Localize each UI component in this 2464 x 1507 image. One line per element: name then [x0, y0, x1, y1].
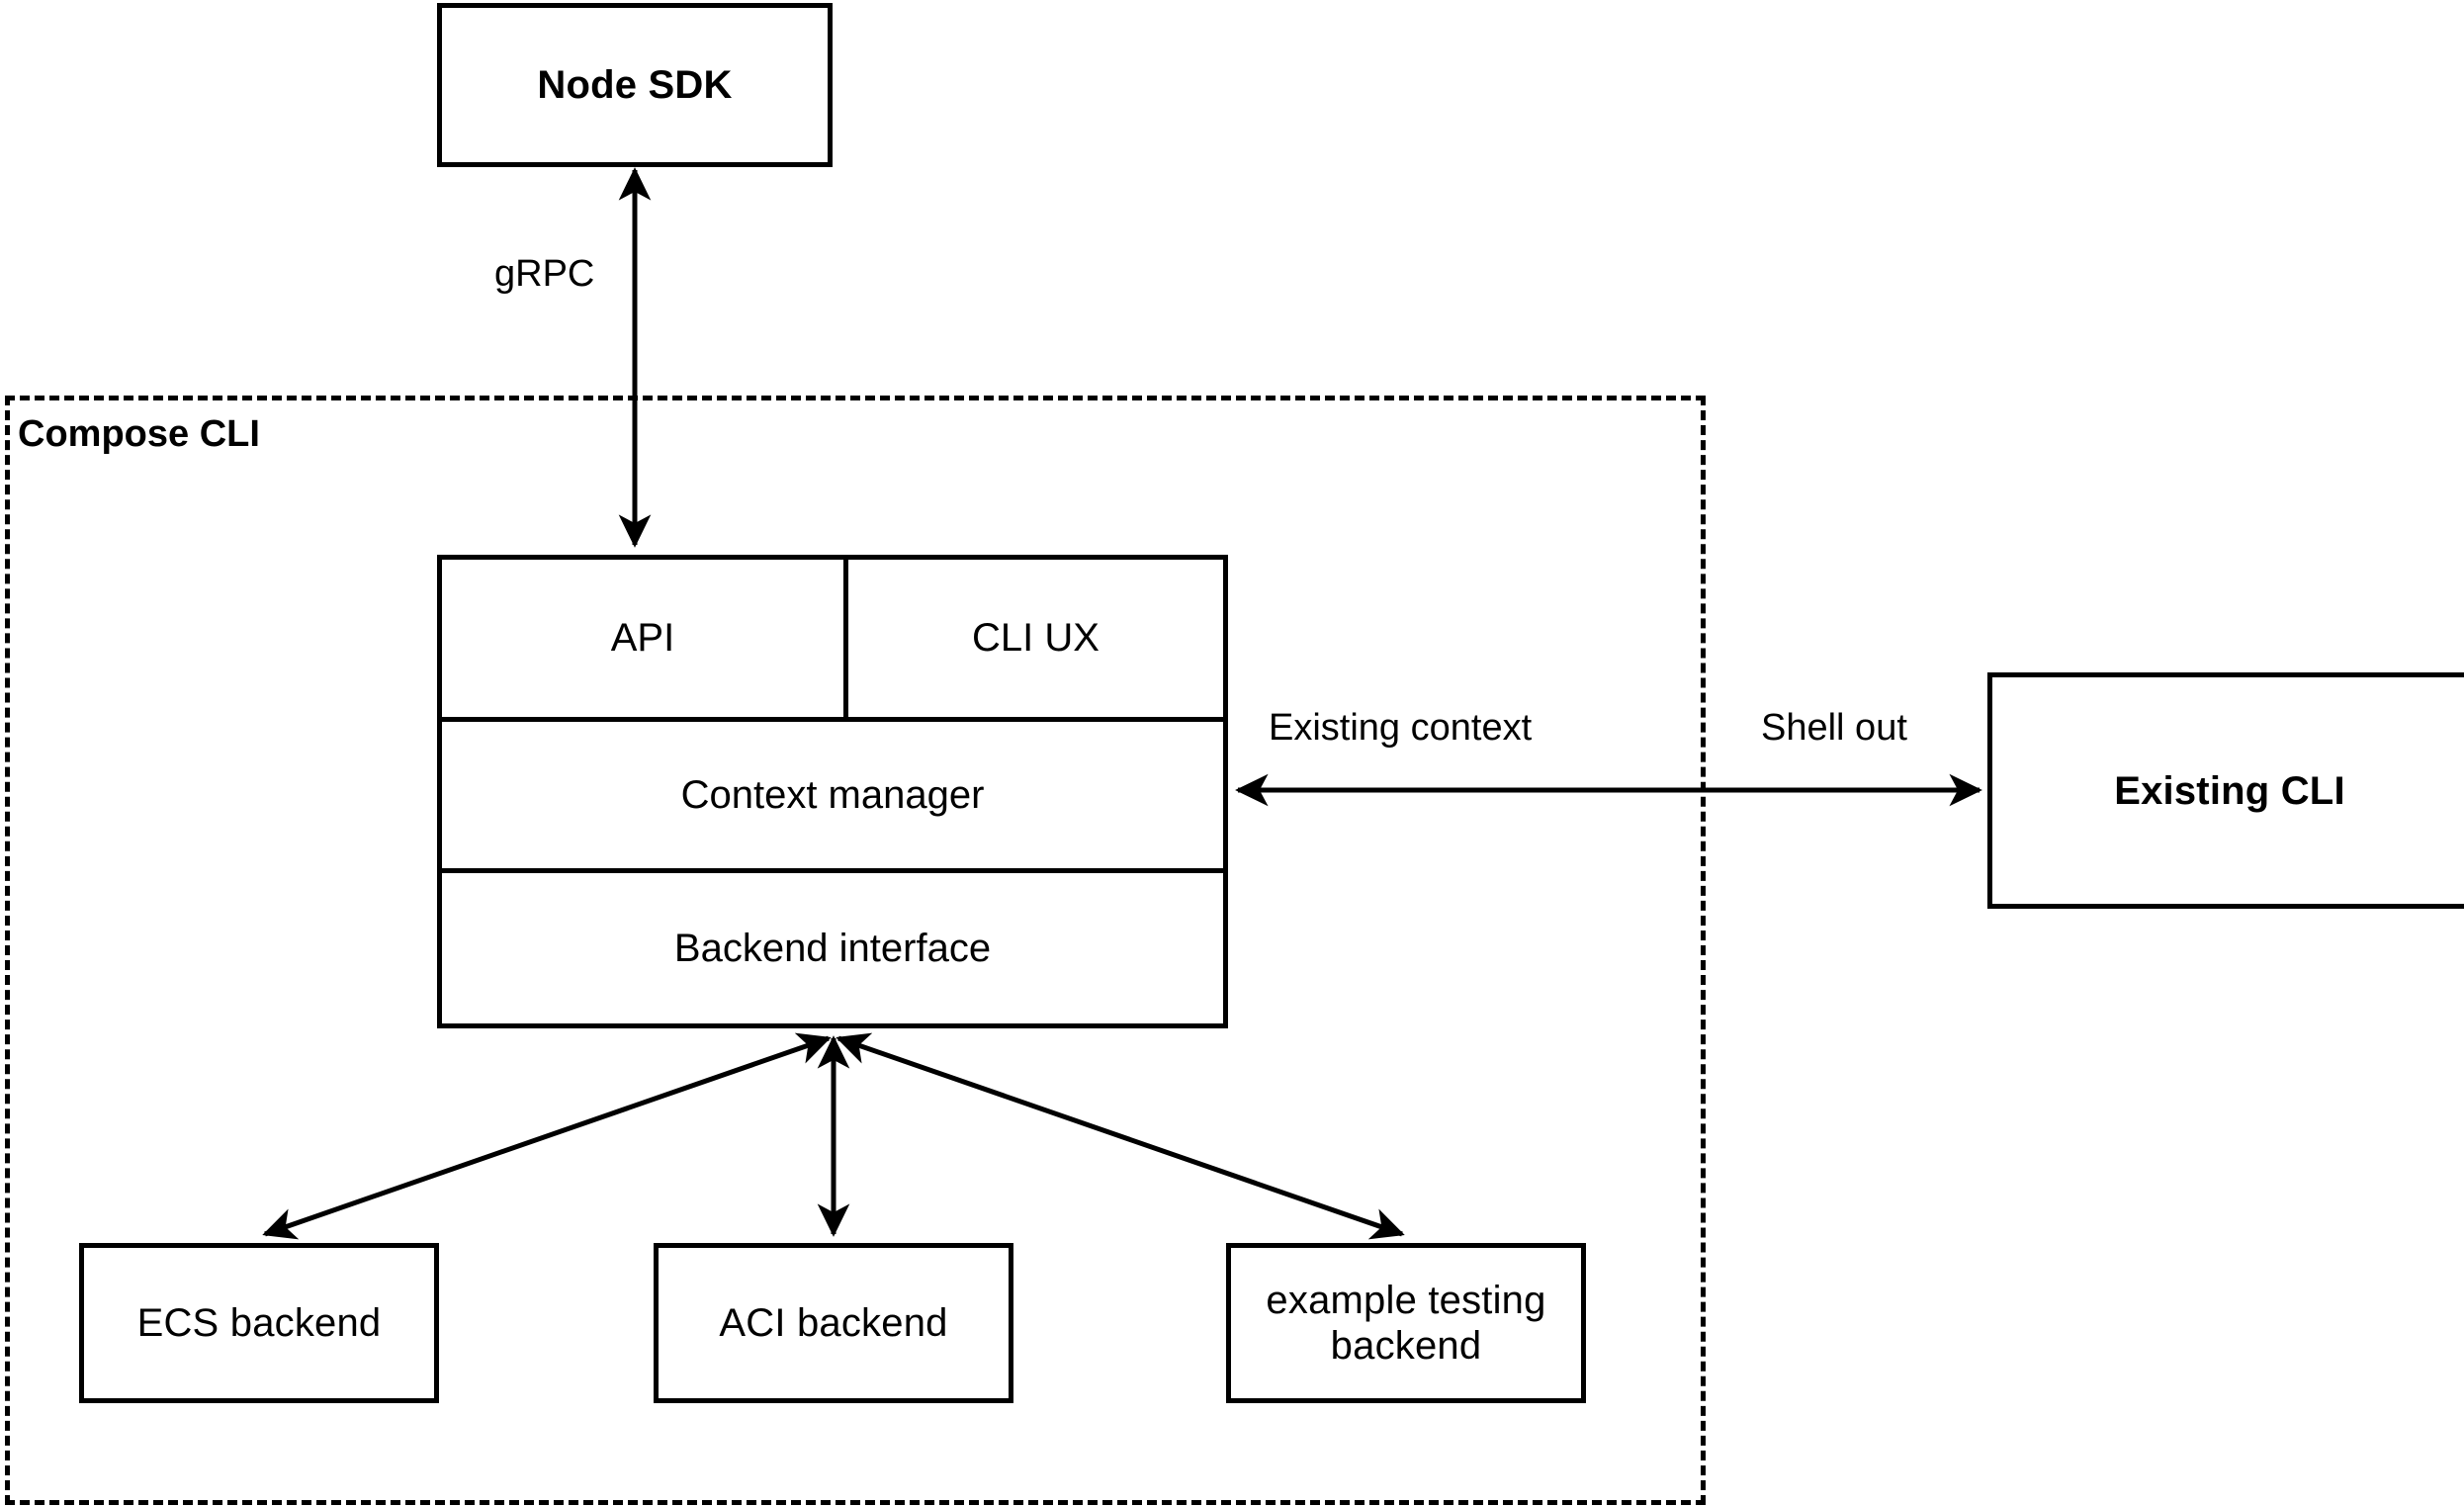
node-cli-ux[interactable]: CLI UX	[843, 560, 1223, 717]
node-context-manager[interactable]: Context manager	[442, 722, 1223, 868]
node-node-sdk-label: Node SDK	[537, 63, 733, 107]
group-compose-cli-label: Compose CLI	[18, 413, 260, 456]
edge-example-line	[836, 1032, 1405, 1240]
node-example-testing-backend-label: example testing backend	[1266, 1279, 1546, 1368]
node-existing-cli-label: Existing CLI	[2114, 768, 2345, 813]
node-api[interactable]: API	[442, 560, 843, 717]
stack-row-backend-interface: Backend interface	[442, 868, 1223, 1023]
node-existing-cli[interactable]: Existing CLI	[1987, 672, 2464, 909]
edge-label-grpc: gRPC	[488, 253, 601, 296]
edge-label-shell-out: Shell out	[1755, 707, 1913, 750]
stack-row-api-cliux: API CLI UX	[442, 560, 1223, 717]
node-aci-backend[interactable]: ACI backend	[654, 1243, 1013, 1403]
node-example-testing-backend[interactable]: example testing backend	[1226, 1243, 1586, 1403]
compose-cli-stack: API CLI UX Context manager Backend inter…	[437, 555, 1228, 1028]
edge-ecs-line	[262, 1032, 832, 1240]
node-api-label: API	[610, 616, 675, 660]
node-ecs-backend-label: ECS backend	[136, 1301, 382, 1345]
node-context-manager-label: Context manager	[680, 772, 985, 817]
node-backend-interface[interactable]: Backend interface	[442, 873, 1223, 1023]
group-compose-cli	[5, 396, 1706, 1505]
node-backend-interface-label: Backend interface	[673, 926, 992, 970]
node-aci-backend-label: ACI backend	[719, 1301, 948, 1345]
node-cli-ux-label: CLI UX	[972, 616, 1100, 660]
stack-row-context-manager: Context manager	[442, 717, 1223, 868]
node-node-sdk[interactable]: Node SDK	[437, 3, 833, 167]
node-ecs-backend[interactable]: ECS backend	[79, 1243, 439, 1403]
edge-label-existing-context: Existing context	[1263, 707, 1539, 750]
